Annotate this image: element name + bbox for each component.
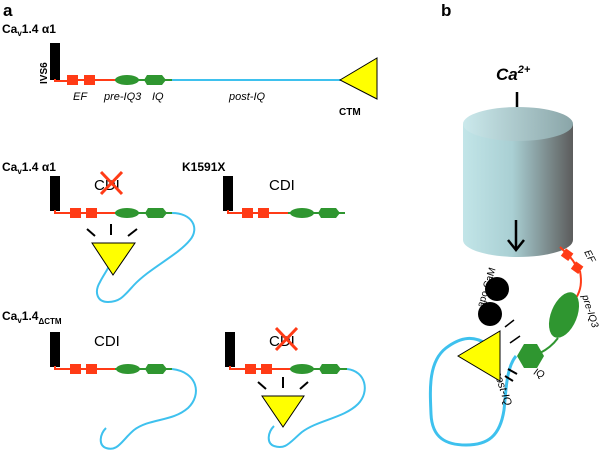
panelb-red-backbone bbox=[575, 270, 582, 299]
row2-right-ef-hand-1 bbox=[242, 208, 253, 218]
row2-left-postiq-tail bbox=[95, 212, 196, 304]
panelb-interaction-mark-1 bbox=[504, 319, 515, 328]
row2-left-construct: Cav1.4 α1 CDI bbox=[2, 160, 196, 304]
row1-construct: Cav1.4 α1 IVS6 EF pre-IQ3 IQ post-IQ CTM bbox=[2, 22, 378, 118]
row2-left-preiq3 bbox=[115, 208, 139, 218]
row3-left-construct: Cav1.4ΔCTM CDI bbox=[2, 309, 197, 450]
row3-left-linker bbox=[54, 366, 67, 370]
row1-ctm-label: CTM bbox=[339, 107, 361, 118]
row3-left-ef-hand-1 bbox=[70, 364, 81, 374]
row1-iq-label: IQ bbox=[152, 91, 164, 103]
row3-right-construct: CDI bbox=[225, 326, 366, 448]
row1-ef-label: EF bbox=[73, 91, 88, 103]
row3-right-iq bbox=[319, 364, 341, 374]
row1-title: Cav1.4 α1 bbox=[2, 22, 56, 38]
channel-cylinder bbox=[463, 107, 573, 257]
row3-left-preiq3 bbox=[116, 364, 140, 374]
row2-right-iq bbox=[318, 208, 340, 218]
row1-linker bbox=[54, 79, 67, 82]
panelb-ctm-triangle bbox=[457, 330, 501, 382]
row3-right-postiq-tail bbox=[267, 368, 366, 448]
row2-right-cdi: CDI bbox=[269, 177, 295, 194]
row1-preiq3-domain bbox=[115, 75, 139, 85]
row2-title: Cav1.4 α1 bbox=[2, 160, 56, 176]
row2-left-iq bbox=[145, 208, 167, 218]
row2-right-construct: K1591X CDI bbox=[182, 160, 345, 218]
apocam-lobe-2 bbox=[478, 302, 502, 326]
cylinder-body bbox=[463, 124, 573, 257]
row3-right-ef-hand-2 bbox=[261, 364, 272, 374]
panelb-ef-hand-2 bbox=[570, 261, 584, 274]
row2-left-ef-hand-1 bbox=[70, 208, 81, 218]
apocam-lobe-1 bbox=[485, 277, 509, 301]
panelb-ef-label: EF bbox=[581, 248, 597, 265]
panelb-iq-domain bbox=[517, 344, 544, 368]
row1-iq-domain bbox=[144, 75, 166, 85]
row3-left-cdi: CDI bbox=[94, 333, 120, 350]
ivs6-segment bbox=[50, 43, 60, 80]
row2-left-x-mark-2 bbox=[99, 170, 124, 196]
row3-right-linker bbox=[229, 366, 242, 370]
panelb-preiq3-domain bbox=[548, 292, 580, 338]
row3-left-ivs6 bbox=[50, 332, 60, 367]
row2-left-linker bbox=[54, 210, 67, 214]
calcium-label: Ca2+ bbox=[496, 64, 531, 84]
panelb-ef-hand-1 bbox=[560, 248, 574, 261]
row3-left-ef-hand-2 bbox=[86, 364, 97, 374]
row2-left-ivs6 bbox=[50, 176, 60, 211]
row3-right-interaction-mark-3 bbox=[299, 381, 309, 390]
panelb-iq-label: IQ bbox=[532, 367, 546, 382]
panelb-preiq3-label: pre-IQ3 bbox=[579, 293, 600, 330]
row1-postiq-label: post-IQ bbox=[228, 91, 266, 103]
row1-ctm-triangle bbox=[338, 57, 378, 100]
row3-left-postiq-tail bbox=[99, 368, 197, 450]
row2-left-interaction-mark-3 bbox=[127, 228, 138, 237]
panelb-interaction-mark-4 bbox=[507, 368, 518, 375]
row3-right-preiq3 bbox=[290, 364, 314, 374]
row2-right-linker bbox=[227, 210, 240, 214]
row1-ef-hand-2 bbox=[84, 75, 95, 85]
panel-a-letter: a bbox=[3, 1, 13, 20]
row1-preiq3-label: pre-IQ3 bbox=[103, 91, 142, 103]
cylinder-top bbox=[463, 107, 573, 141]
row2-left-ctm-triangle bbox=[91, 242, 136, 276]
row2-left-interaction-mark-1 bbox=[86, 228, 96, 237]
row2-left-ef-hand-2 bbox=[86, 208, 97, 218]
row3-left-iq bbox=[145, 364, 167, 374]
row2-right-preiq3 bbox=[290, 208, 314, 218]
row3-right-ctm-triangle bbox=[261, 395, 305, 428]
panelb-interaction-mark-2 bbox=[509, 335, 521, 344]
ivs6-label: IVS6 bbox=[39, 62, 50, 84]
row3-right-interaction-mark-1 bbox=[257, 381, 267, 390]
calcium-flow-arrowhead bbox=[507, 239, 525, 253]
row3-title: Cav1.4ΔCTM bbox=[2, 309, 62, 326]
row3-right-x-mark-2 bbox=[274, 326, 299, 352]
panelb-interaction-mark-3 bbox=[504, 375, 514, 382]
row2-right-ivs6 bbox=[223, 176, 233, 211]
panelb-green-linker bbox=[539, 337, 559, 354]
row3-right-ef-hand-1 bbox=[245, 364, 256, 374]
row1-ef-hand-1 bbox=[67, 75, 78, 85]
panel-b-letter: b bbox=[441, 1, 451, 20]
row3-right-ivs6 bbox=[225, 332, 235, 367]
row2-mutant-label: K1591X bbox=[182, 160, 225, 174]
panelb-postiq-tail bbox=[428, 337, 518, 447]
row2-right-ef-hand-2 bbox=[258, 208, 269, 218]
